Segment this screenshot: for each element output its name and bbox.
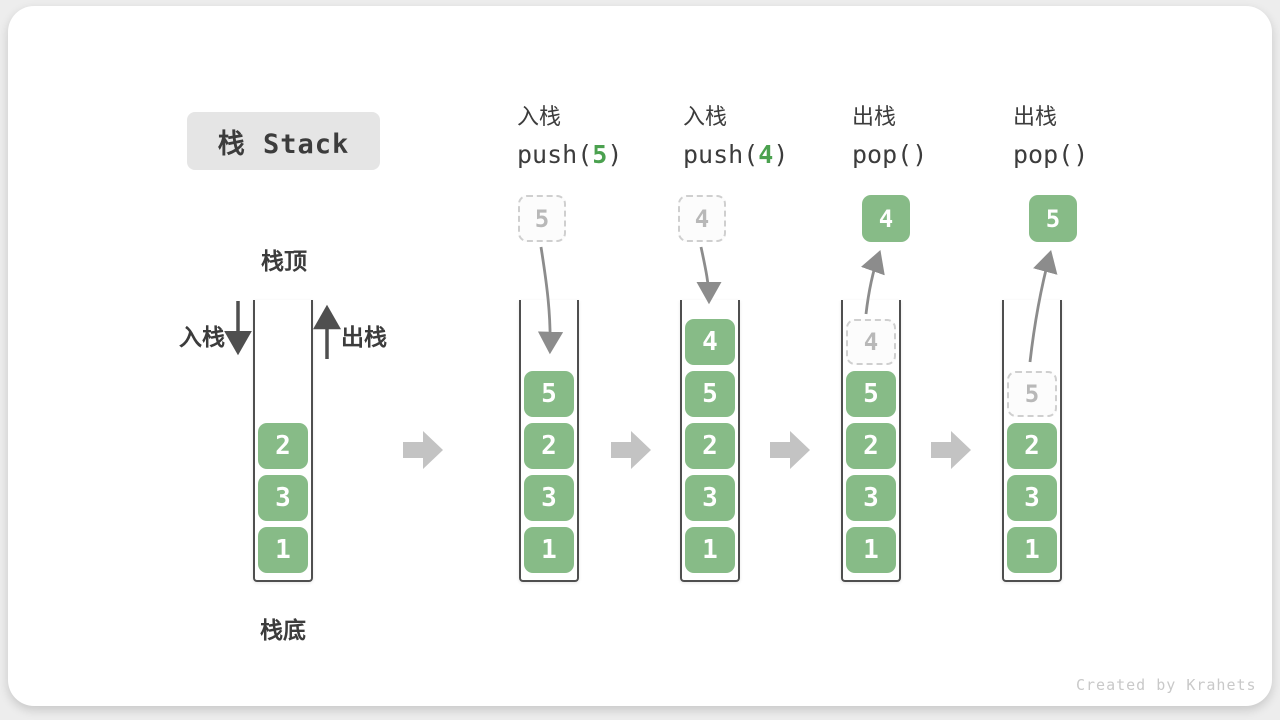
stack-ghost-element: 5 [1007, 371, 1057, 417]
stack-element: 5 [846, 371, 896, 417]
stack-element: 3 [524, 475, 574, 521]
operation-code: push(5) [517, 140, 623, 169]
stack-element: 5 [524, 371, 574, 417]
stack-after-pop-4: 4 5 2 3 1 [841, 300, 901, 582]
stack-element: 3 [685, 475, 735, 521]
pushed-value-box: 5 [518, 195, 566, 242]
stack-element: 1 [524, 527, 574, 573]
stack-element: 3 [1007, 475, 1057, 521]
operation-header-push-5: 入栈 push(5) [517, 104, 687, 169]
push-side-label: 入栈 [179, 324, 225, 350]
stack-after-push-4: 4 5 2 3 1 [680, 300, 740, 582]
stack-element: 4 [685, 319, 735, 365]
operation-code: pop() [1013, 140, 1089, 169]
stack-initial: 2 3 1 [253, 300, 313, 582]
stack-element: 3 [258, 475, 308, 521]
operation-code-arg: 4 [758, 140, 774, 169]
operation-label: 入栈 [517, 104, 562, 129]
pop-side-label: 出栈 [341, 324, 387, 350]
stack-bottom-label: 栈底 [260, 617, 306, 643]
operation-label: 出栈 [1013, 104, 1058, 129]
operation-label: 出栈 [852, 104, 897, 129]
popped-value-box: 4 [862, 195, 910, 242]
pushed-value-box: 4 [678, 195, 726, 242]
stack-element: 1 [1007, 527, 1057, 573]
stack-element: 2 [1007, 423, 1057, 469]
stack-after-push-5: 5 2 3 1 [519, 300, 579, 582]
operation-label: 入栈 [683, 104, 728, 129]
operation-header-pop-4: 出栈 pop() [852, 104, 1022, 169]
stack-element: 2 [685, 423, 735, 469]
operation-code-arg: 5 [592, 140, 608, 169]
stack-element: 2 [258, 423, 308, 469]
stack-element: 3 [846, 475, 896, 521]
popped-value-box: 5 [1029, 195, 1077, 242]
operation-header-push-4: 入栈 push(4) [683, 104, 853, 169]
stack-element: 1 [846, 527, 896, 573]
stack-element: 5 [685, 371, 735, 417]
operation-header-pop-5: 出栈 pop() [1013, 104, 1183, 169]
operation-code: pop() [852, 140, 928, 169]
stack-element: 1 [258, 527, 308, 573]
operation-code: push(4) [683, 140, 789, 169]
stack-top-label: 栈顶 [261, 248, 307, 274]
stack-element: 2 [846, 423, 896, 469]
diagram-title: 栈 Stack [217, 128, 350, 160]
diagram-title-box: 栈 Stack [187, 112, 380, 170]
watermark: Created by Krahets [1076, 676, 1257, 694]
stack-after-pop-5: 5 2 3 1 [1002, 300, 1062, 582]
stack-element: 1 [685, 527, 735, 573]
stack-ghost-element: 4 [846, 319, 896, 365]
stack-element: 2 [524, 423, 574, 469]
